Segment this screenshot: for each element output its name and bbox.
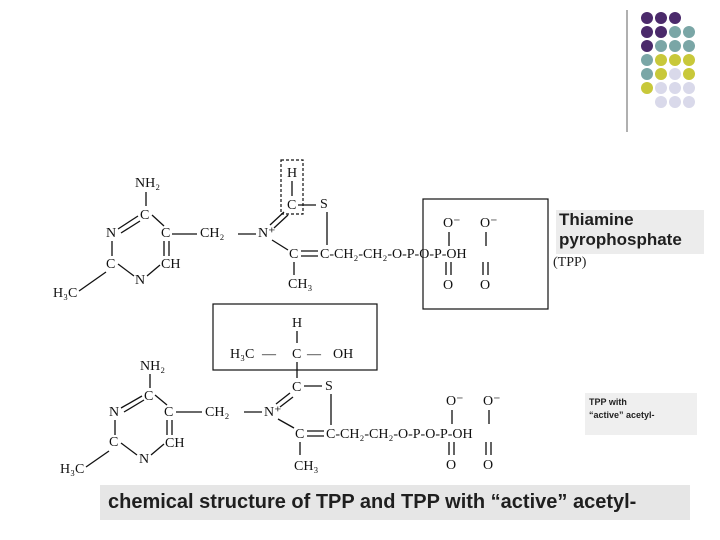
nh2-label-b: NH₂ xyxy=(140,359,165,374)
o-2: O xyxy=(480,278,490,293)
chain-bottom: C-CH₂-CH₂-O-P-O-P-OH xyxy=(326,427,473,442)
acetyl-h: H xyxy=(292,316,302,331)
acetyl-h3c: H₃C xyxy=(230,347,254,362)
ring-c-right-b: C xyxy=(164,405,173,420)
thiazole-s: S xyxy=(320,197,328,212)
decorative-dot xyxy=(669,54,681,66)
o-minus-2-b: O⁻ xyxy=(483,394,501,409)
thiazole-c4: C xyxy=(289,247,298,262)
ch3-top: CH₃ xyxy=(288,277,312,292)
ring-c-top: C xyxy=(140,208,149,223)
decorative-dot xyxy=(683,40,695,52)
acetyl-oh: OH xyxy=(333,347,353,362)
ring-n-bottom-b: N xyxy=(139,452,149,467)
tpp-active-line-1: TPP with xyxy=(589,397,627,407)
decorative-dot xyxy=(669,82,681,94)
decorative-dot xyxy=(669,12,681,24)
thiazole-c2: C xyxy=(287,198,296,213)
thiamine-label-line-2: pyrophosphate xyxy=(559,230,682,249)
decorative-dot xyxy=(683,82,695,94)
chain-top: C-CH₂-CH₂-O-P-O-P-OH xyxy=(320,247,467,262)
active-acetyl-box xyxy=(212,303,378,371)
reactive-carbon-box xyxy=(280,159,304,215)
decorative-dot xyxy=(655,68,667,80)
thiamine-pyrophosphate-label: Thiamine pyrophosphate xyxy=(556,210,704,254)
decorative-dot xyxy=(641,68,653,80)
ring-c-right: C xyxy=(161,226,170,241)
decorative-dot xyxy=(655,26,667,38)
thiazole-h: H xyxy=(287,166,297,181)
decorative-dot xyxy=(641,12,653,24)
acetyl-dash-1: — xyxy=(261,347,277,362)
ring-c-bottom: C xyxy=(106,257,115,272)
decorative-dot xyxy=(655,12,667,24)
ch3-bottom: CH₃ xyxy=(294,459,318,474)
ring-n-left-b: N xyxy=(109,405,119,420)
slide-caption: chemical structure of TPP and TPP with “… xyxy=(100,485,690,520)
ch2-bridge: CH₂ xyxy=(200,226,224,241)
h3c-methyl: H₃C xyxy=(53,286,77,301)
decorative-dot xyxy=(655,82,667,94)
decorative-dot xyxy=(683,96,695,108)
thiazole-c2-b: C xyxy=(292,380,301,395)
nh2-label: NH₂ xyxy=(135,176,160,191)
decorative-dot xyxy=(669,40,681,52)
o-1: O xyxy=(443,278,453,293)
decorative-dot xyxy=(641,82,653,94)
decorative-dot xyxy=(655,40,667,52)
ring-ch: CH xyxy=(161,257,180,272)
acetyl-dash-2: — xyxy=(306,347,322,362)
o-2-b: O xyxy=(483,458,493,473)
acetyl-c: C xyxy=(292,347,301,362)
tpp-acetyl-structure: H H₃C — C — OH NH₂ C N C CH₂ C CH N xyxy=(60,303,501,477)
h3c-methyl-b: H₃C xyxy=(60,462,84,477)
decorative-dot xyxy=(669,96,681,108)
ring-n-bottom: N xyxy=(135,273,145,288)
decorative-dot xyxy=(683,68,695,80)
tpp-structure: NH₂ C N C CH₂ C CH N H₃C N⁺ H xyxy=(53,159,549,310)
o-minus-1-b: O⁻ xyxy=(446,394,464,409)
ch2-bridge-b: CH₂ xyxy=(205,405,229,420)
n-plus-b: N⁺ xyxy=(264,405,282,420)
ring-n-left: N xyxy=(106,226,116,241)
o-minus-2: O⁻ xyxy=(480,216,498,231)
phosphate-box xyxy=(422,198,549,310)
decorative-dot xyxy=(655,54,667,66)
ring-c-top-b: C xyxy=(144,389,153,404)
o-minus-1: O⁻ xyxy=(443,216,461,231)
thiazole-s-b: S xyxy=(325,379,333,394)
decorative-dot xyxy=(655,96,667,108)
ring-c-bottom-b: C xyxy=(109,435,118,450)
tpp-active-line-2: “active” acetyl- xyxy=(589,410,655,420)
ring-ch-b: CH xyxy=(165,436,184,451)
decorative-dot xyxy=(669,68,681,80)
tpp-active-acetyl-label: TPP with “active” acetyl- xyxy=(585,393,697,435)
n-plus: N⁺ xyxy=(258,226,276,241)
decorative-dot xyxy=(641,40,653,52)
decorative-dot xyxy=(641,54,653,66)
decorative-dot xyxy=(683,26,695,38)
thiazole-c4-b: C xyxy=(295,427,304,442)
decorative-dot xyxy=(683,54,695,66)
tpp-abbreviation: (TPP) xyxy=(553,255,587,270)
thiamine-label-line-1: Thiamine xyxy=(559,210,634,229)
o-1-b: O xyxy=(446,458,456,473)
decorative-dot xyxy=(641,26,653,38)
decorative-dot xyxy=(669,26,681,38)
